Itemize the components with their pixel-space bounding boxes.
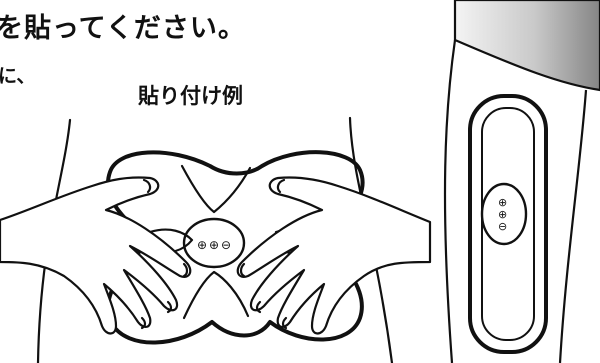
leg-outline-right	[558, 89, 588, 363]
instruction-subtext: に、	[0, 65, 36, 87]
pad-inner-bottom	[182, 270, 250, 320]
shorts	[453, 0, 600, 92]
left-hand	[0, 176, 192, 335]
controller-unit	[182, 217, 246, 269]
controller-center-button: ⊕	[209, 238, 219, 252]
right-hand	[236, 176, 432, 335]
controller-plus-button: ⊕	[197, 238, 207, 252]
thigh-controller-minus-button: ⊖	[498, 220, 507, 233]
example-title: 貼り付け例	[138, 84, 243, 108]
thigh-controller-unit	[480, 182, 528, 246]
abdomen-illustration: ⊕ ⊕ ⊖	[0, 116, 432, 363]
pad-inner-top	[180, 164, 252, 214]
leg-outline-left	[443, 39, 457, 363]
instruction-heading: を貼ってください。	[0, 13, 246, 44]
controller-minus-button: ⊖	[221, 238, 231, 252]
thigh-illustration: ⊕ ⊕ ⊖	[443, 0, 600, 363]
thigh-controller-center-button: ⊕	[498, 208, 507, 221]
thigh-controller-plus-button: ⊕	[498, 196, 507, 209]
